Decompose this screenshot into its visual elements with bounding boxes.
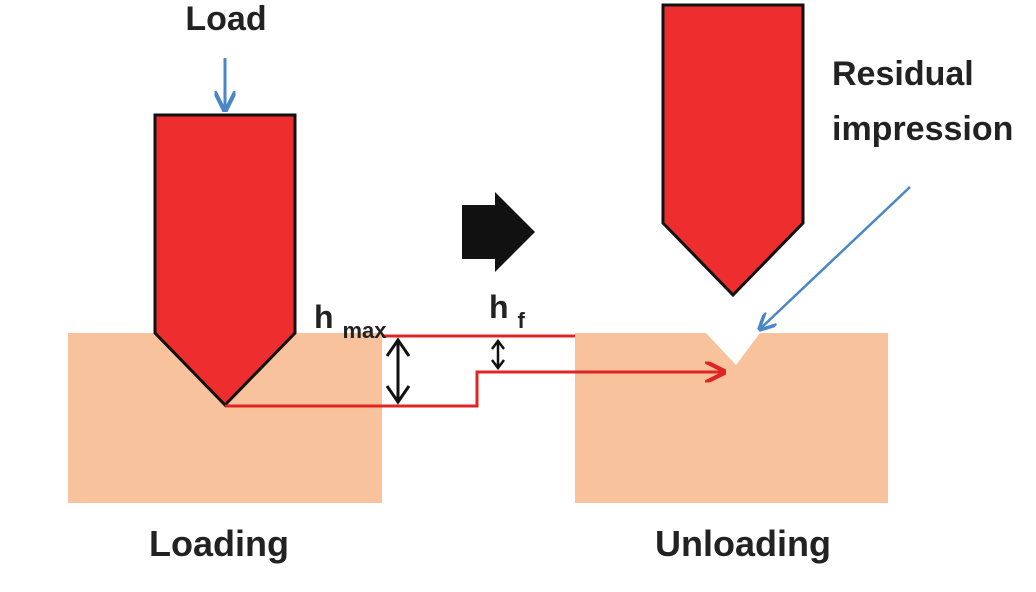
loading-caption: Loading [149,523,289,564]
residual-label-line2: impression [832,110,1013,148]
hf-label-base: h [489,289,509,325]
hmax-label-base: h [314,299,334,335]
arrow-right-icon [462,192,535,272]
load-label: Load [185,0,266,38]
hmax-depth-line [225,372,722,408]
hmax-arrowhead-top [385,337,411,357]
unloading-caption: Unloading [655,523,831,564]
hf-label: h f [489,289,525,333]
hmax-arrowhead-bottom [385,385,411,405]
hmax-label-sub: max [342,318,387,343]
hf-arrowhead-top [491,338,505,350]
unloading-material-block [575,333,888,503]
hf-arrowhead-bottom [491,359,505,371]
hf-label-sub: f [517,308,525,333]
residual-pointer-arrow [761,186,911,328]
residual-label-line1: Residual [832,55,974,93]
hmax-label: h max [314,299,387,343]
unloading-indenter [661,3,805,298]
loading-indenter [153,113,297,408]
loading-material-block [68,333,382,503]
